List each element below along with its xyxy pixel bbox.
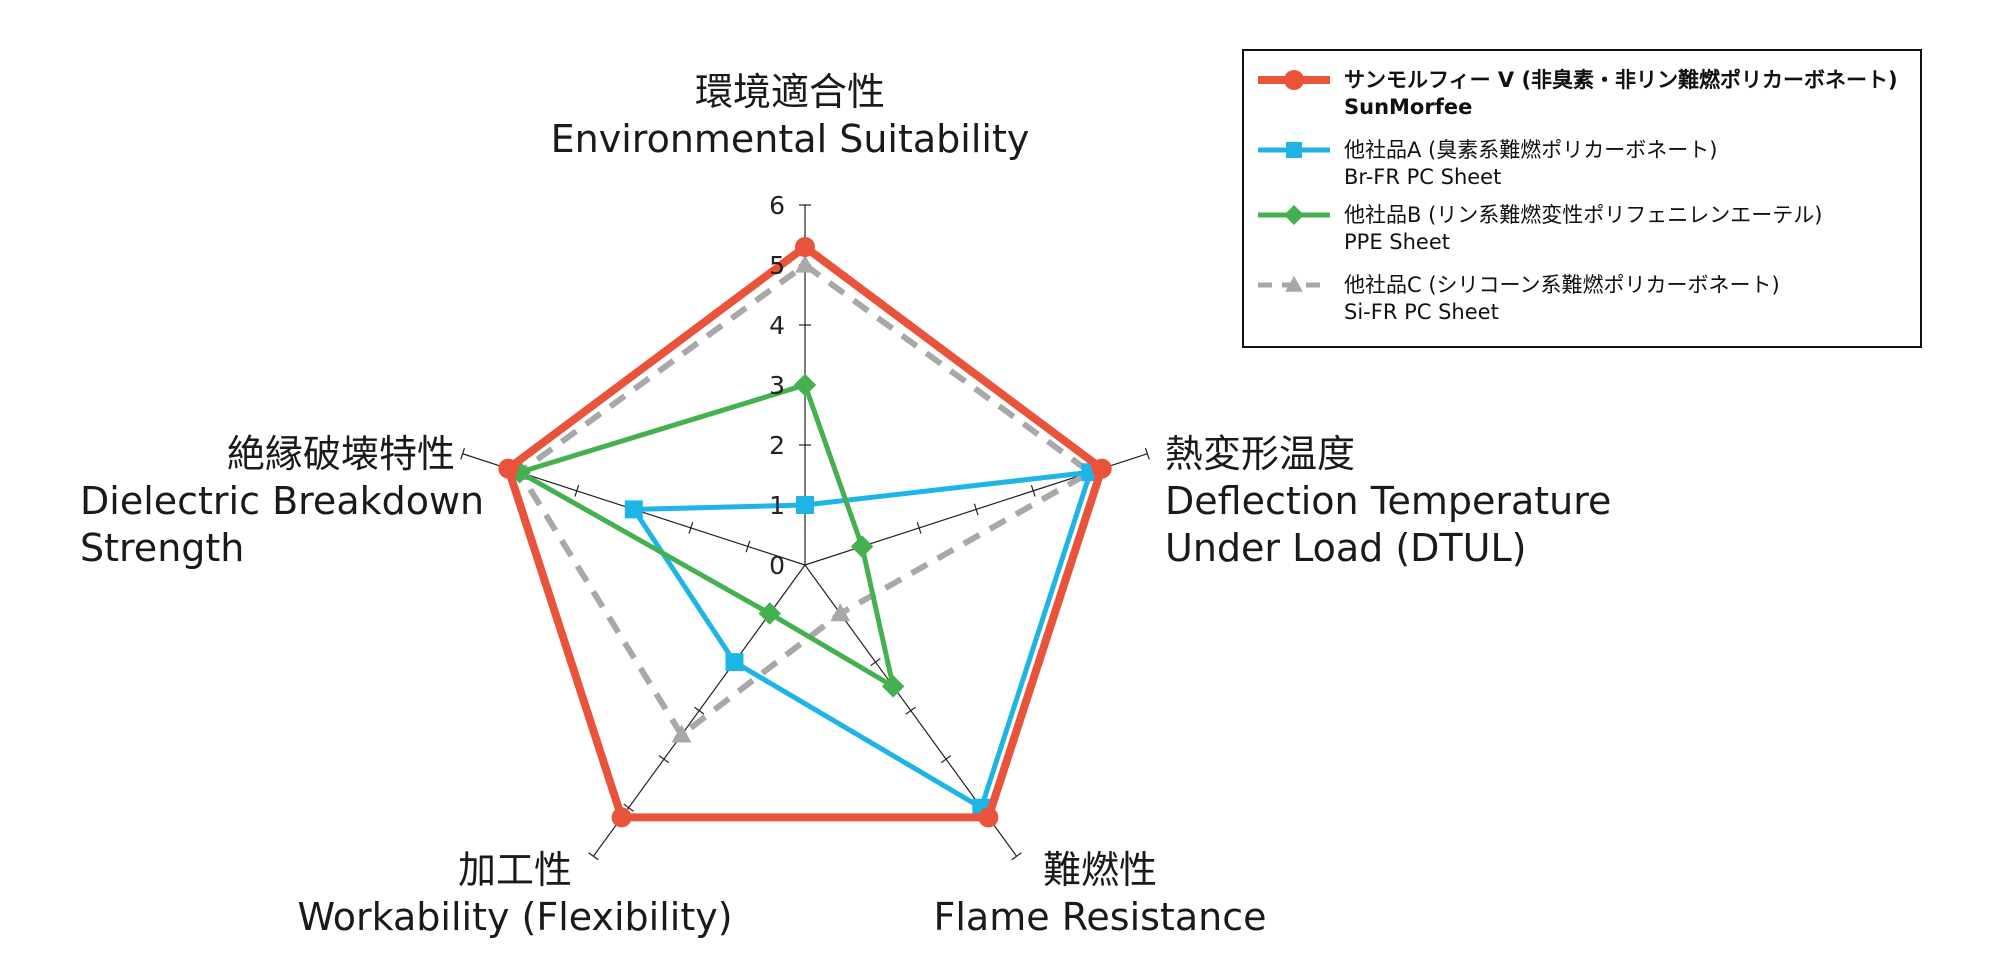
tick-label: 0	[769, 551, 785, 580]
legend-label-en: SunMorfee	[1344, 95, 1472, 119]
legend-box	[1242, 49, 1922, 348]
data-point	[671, 724, 692, 743]
axis-tick	[940, 755, 952, 764]
axis-label-en: Environmental Suitability	[551, 117, 1030, 161]
series-line	[513, 381, 897, 692]
legend-marker	[1285, 275, 1303, 292]
series-line	[629, 469, 1094, 812]
legend-item: サンモルフィー V (非臭素・非リン難燃ポリカーボネート) SunMorfee	[1258, 68, 1898, 119]
data-point	[830, 603, 851, 622]
series-sunmorfee	[498, 237, 1112, 828]
chart-grid	[460, 204, 1150, 861]
data-point	[978, 807, 999, 828]
data-point	[1091, 458, 1112, 479]
legend-marker	[1284, 70, 1304, 90]
legend-marker	[1284, 205, 1304, 225]
axis-tick	[688, 522, 694, 534]
axis-label-ja: 熱変形温度	[1165, 432, 1355, 476]
data-point	[624, 500, 643, 519]
data-point	[795, 237, 815, 257]
tick-label: 4	[769, 311, 785, 340]
axis-tick	[658, 755, 670, 764]
legend-item: 他社品A (臭素系難燃ポリカーボネート) Br-FR PC Sheet	[1258, 138, 1717, 189]
axis-tick	[693, 706, 705, 715]
axis-tick	[916, 522, 922, 534]
legend-item: 他社品B (リン系難燃変性ポリフェニレンエーテル) PPE Sheet	[1258, 203, 1822, 254]
axis-label-en: Under Load (DTUL)	[1165, 526, 1526, 570]
data-point	[758, 602, 781, 625]
legend-label: 他社品C (シリコーン系難燃ポリカーボネート)	[1344, 273, 1780, 297]
data-point	[498, 458, 519, 479]
legend-label-en: Si-FR PC Sheet	[1344, 300, 1499, 324]
axis-tick	[574, 484, 580, 497]
axis-tick	[588, 852, 599, 861]
axis-label-en: Strength	[80, 526, 244, 570]
data-point	[611, 807, 632, 828]
series-b	[508, 373, 905, 698]
series-line	[515, 261, 1096, 740]
axis-tick	[1144, 447, 1150, 460]
axis-label-en: Workability (Flexibility)	[297, 895, 732, 939]
tick-label: 6	[769, 191, 785, 220]
series-a	[624, 463, 1100, 817]
axis-label-ja: 絶縁破壊特性	[227, 432, 455, 476]
axis-label-ja: 難燃性	[1043, 848, 1157, 892]
axis-label-en: Deflection Temperature	[1165, 479, 1611, 523]
data-point	[795, 254, 815, 273]
tick-label: 2	[769, 431, 785, 460]
axis-tick	[460, 447, 466, 460]
legend-marker	[1286, 142, 1302, 158]
legend-label-en: PPE Sheet	[1344, 230, 1450, 254]
axis-tick	[1011, 852, 1022, 861]
axis-tick	[870, 658, 881, 667]
tick-label: 3	[769, 371, 785, 400]
axis-tick	[1030, 484, 1036, 497]
legend-label: 他社品B (リン系難燃変性ポリフェニレンエーテル)	[1344, 203, 1822, 227]
axis-label-en: Flame Resistance	[934, 895, 1267, 939]
data-point	[796, 496, 814, 514]
axis-tick	[905, 706, 917, 715]
axis-tick	[973, 503, 979, 516]
legend-label: 他社品A (臭素系難燃ポリカーボネート)	[1344, 138, 1717, 162]
legend-label-en: Br-FR PC Sheet	[1344, 165, 1501, 189]
legend-item: 他社品C (シリコーン系難燃ポリカーボネート) Si-FR PC Sheet	[1258, 273, 1780, 324]
series-line	[503, 242, 1107, 822]
axis-label-en: Dielectric Breakdown	[80, 479, 484, 523]
axis-label-ja: 加工性	[458, 848, 572, 892]
tick-label: 5	[769, 251, 785, 280]
tick-label: 1	[769, 491, 785, 520]
legend-label: サンモルフィー V (非臭素・非リン難燃ポリカーボネート)	[1344, 68, 1898, 92]
data-point	[725, 653, 744, 672]
axis-label-ja: 環境適合性	[695, 70, 885, 114]
legend: サンモルフィー V (非臭素・非リン難燃ポリカーボネート) SunMorfee 他社…	[1242, 49, 1922, 348]
data-point	[881, 675, 905, 698]
chart-series	[498, 237, 1112, 828]
data-point	[850, 535, 874, 558]
axis-tick	[623, 803, 634, 812]
axis-tick	[745, 540, 751, 553]
radial-tick-labels: 0 1 2 3 4 5 6	[769, 191, 785, 580]
data-point	[793, 373, 817, 397]
